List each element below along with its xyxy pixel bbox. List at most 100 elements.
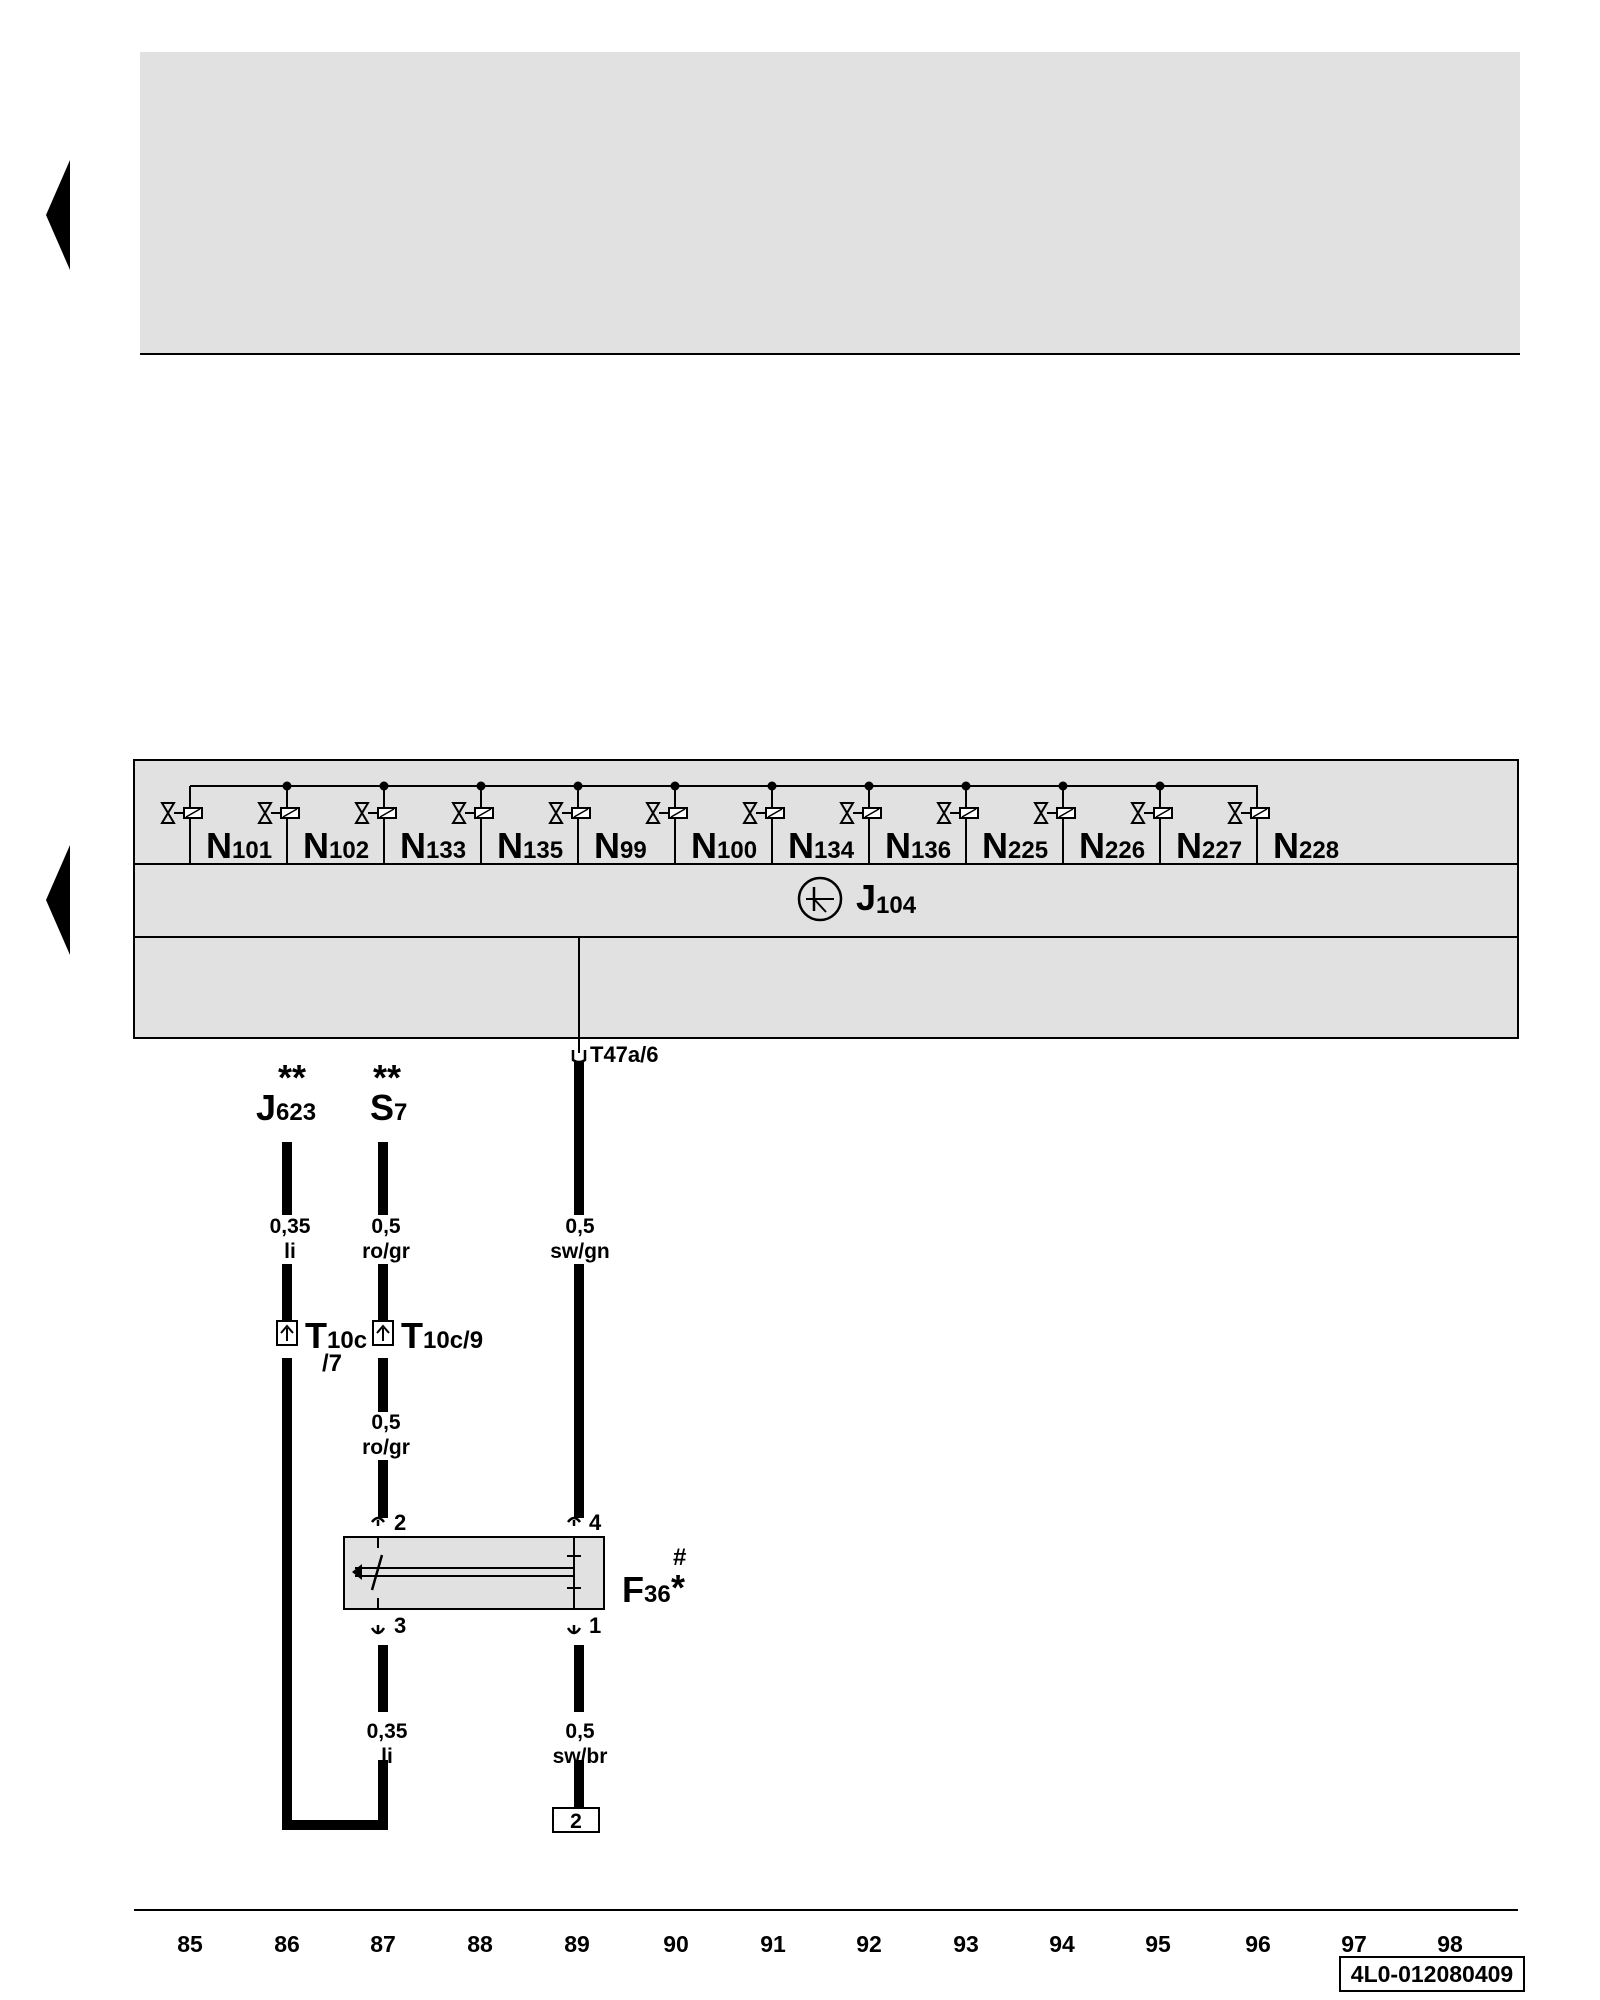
f36-pin-2: 2 [394,1510,406,1535]
column-number: 85 [177,1931,203,1957]
column-number: 96 [1245,1931,1271,1957]
valve-n226: N226 [1033,781,1145,866]
solenoid-valve-icon [160,802,203,824]
column-number: 97 [1341,1931,1367,1957]
reference-box-label: 2 [570,1810,582,1833]
top-header-panel [140,52,1520,354]
valve-label-name: N [1273,825,1299,866]
solenoid-valve-icon [354,802,397,824]
valve-label-number: 225 [1008,837,1048,864]
solenoid-valve-icon [257,802,300,824]
wire-87-mid-color: ro/gr [362,1436,410,1459]
valve-label-number: 227 [1202,837,1242,864]
valve-label: N225 [982,825,1048,866]
valve-label: N134 [788,825,855,866]
solenoid-valve-icon [1227,802,1270,824]
valve-label: N228 [1273,825,1339,866]
wire-86-upper-size: 0,35 [270,1215,311,1238]
j623-number: 623 [276,1099,316,1126]
s7-marker: ** [373,1057,401,1098]
valve-label-name: N [691,825,717,866]
valve-label-number: 135 [523,837,563,864]
solenoid-valve-icon [839,802,882,824]
solenoid-valve-icon [1130,802,1173,824]
wire-87-upper-size: 0,5 [371,1215,401,1238]
f36-pin-1: 1 [589,1613,601,1638]
valve-label-name: N [400,825,426,866]
control-unit-j104: J104 [797,876,917,922]
f36-pin-3: 3 [394,1613,406,1638]
f36-marker-hash: # [673,1544,686,1571]
column-number: 95 [1145,1931,1171,1957]
f36-name: F [622,1569,644,1610]
svg-text:F36: F36 [622,1569,671,1610]
control-unit-name: J [856,877,876,918]
valve-n133: N133 [354,781,466,866]
transistor-icon-emitter [813,898,827,913]
valve-label: N99 [594,825,647,866]
column-number: 98 [1437,1931,1463,1957]
j623-marker: ** [278,1057,306,1098]
svg-text:J623: J623 [256,1087,316,1128]
valve-label-number: 133 [426,837,466,864]
wire-87-lower-color: li [381,1745,393,1768]
valve-label-name: N [885,825,911,866]
valve-label-name: N [1079,825,1105,866]
valve-n101: N101 [160,786,272,866]
wire-89-lower-size: 0,5 [565,1720,595,1743]
column-number: 93 [953,1931,979,1957]
valve-label-number: 100 [717,837,757,864]
j623-name: J [256,1087,276,1128]
f36-number: 36 [644,1581,671,1608]
wire-87-lower-size: 0,35 [367,1720,408,1743]
valve-label-number: 134 [814,837,855,864]
wire-89-lower-color: sw/br [553,1745,608,1768]
valve-n134: N134 [742,781,855,866]
s7-name: S [370,1087,394,1128]
valve-label-number: 99 [620,837,647,864]
valve-label: N226 [1079,825,1145,866]
page-back-arrow-bottom-icon[interactable] [46,845,70,955]
svg-text:T10c: T10c [305,1315,367,1356]
column-number: 91 [760,1931,786,1957]
connector-t10c7-number: 10c [327,1327,367,1354]
svg-text:T10c/9: T10c/9 [401,1315,483,1356]
solenoid-valve-icon [451,802,494,824]
connector-t10c9-icon [372,1320,394,1346]
solenoid-valve-icon [936,802,979,824]
column-number: 87 [370,1931,396,1957]
connector-t10c9-name: T [401,1315,423,1356]
valve-n136: N136 [839,781,951,866]
switch-f36 [343,1516,605,1635]
page-back-arrow-top-icon[interactable] [46,160,70,270]
valve-label-number: 228 [1299,837,1339,864]
f36-marker-star: * [671,1567,685,1608]
valve-label-name: N [206,825,232,866]
wire-89-upper-size: 0,5 [565,1215,595,1238]
valve-n227: N227 [1130,781,1242,866]
column-number: 88 [467,1931,493,1957]
valve-n100: N100 [645,781,757,866]
connector-t10c7-name: T [305,1315,327,1356]
valve-n102: N102 [257,781,369,866]
s7-number: 7 [394,1099,407,1126]
valve-label-name: N [982,825,1008,866]
valve-label-number: 226 [1105,837,1145,864]
valve-label: N136 [885,825,951,866]
valve-n225: N225 [936,781,1048,866]
connector-t10c7-icon [276,1320,298,1346]
solenoid-valve-icon [1033,802,1076,824]
valve-n99: N99 [548,781,647,866]
control-unit-number: 104 [876,892,917,919]
valve-label-name: N [788,825,814,866]
wire-87-upper-color: ro/gr [362,1240,410,1263]
column-number: 89 [564,1931,590,1957]
drawing-number-box [1339,1956,1525,1992]
wire-87-mid-size: 0,5 [371,1411,401,1434]
wire-89-upper-color: sw/gn [550,1240,610,1263]
valve-label-name: N [303,825,329,866]
solenoid-valve-icon [548,802,591,824]
